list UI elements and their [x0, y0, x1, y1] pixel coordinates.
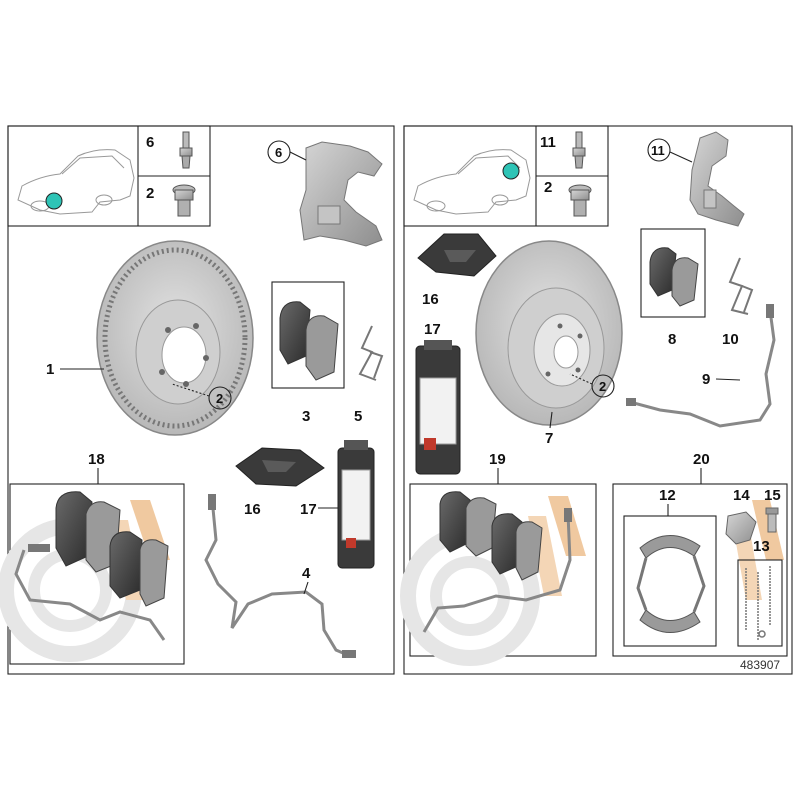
front-anti-rattle-spring [358, 325, 384, 381]
callout-rear-pads: 8 [668, 331, 676, 348]
front-brake-disc: 1 2 [46, 240, 254, 436]
hex-plug-icon [568, 184, 592, 217]
front-brake-paste: 16 [235, 447, 325, 518]
bolt-icon [179, 131, 193, 169]
rear-repair-kit-box: 19 [400, 451, 597, 666]
car-outline-icon [17, 149, 135, 215]
callout-adjuster: 15 [764, 487, 781, 504]
callout-expander: 14 [733, 487, 750, 504]
front-brake-pads-box: 3 [271, 281, 345, 425]
rear-wheel-locator-dot [502, 162, 520, 180]
front-locator-box: 6 2 [7, 125, 211, 227]
callout-paste: 16 [244, 501, 261, 518]
rear-assembly-spray: 17 [415, 321, 461, 475]
front-wear-sensor: 4 [204, 494, 356, 658]
callout-rear-bolt: 11 [540, 134, 556, 151]
callout-rear-carrier: 11 [651, 143, 665, 158]
front-caliper-carrier: 6 [267, 140, 383, 247]
rear-axle-panel: 11 2 11 16 [400, 125, 793, 675]
front-assembly-spray: 17 [300, 440, 375, 569]
rear-wear-sensor: 9 [626, 304, 776, 428]
rear-anti-rattle-spring [728, 257, 754, 315]
return-springs [745, 566, 771, 640]
rear-locator-box: 11 2 [403, 125, 609, 227]
callout-disc: 1 [46, 361, 54, 378]
callout-rear-disc-bolt: 2 [599, 379, 606, 394]
callout-shoes: 12 [659, 487, 676, 504]
front-wheel-locator-dot [45, 192, 63, 210]
adjuster-screw [765, 507, 779, 533]
hex-plug-icon [172, 184, 196, 217]
front-axle-panel: 6 2 6 [0, 125, 395, 675]
parking-brake-kit-box: 20 12 14 15 [612, 451, 788, 657]
callout-rear-paste: 16 [422, 291, 439, 308]
callout-rear-spring: 10 [722, 331, 739, 348]
callout-springs: 13 [753, 538, 770, 555]
callout-disc-bolt: 2 [216, 391, 223, 406]
callout-spring: 5 [354, 408, 362, 425]
callout-plug: 2 [146, 185, 154, 202]
callout-repair-kit: 18 [88, 451, 105, 468]
rear-brake-pads-box: 8 [640, 228, 706, 348]
callout-bolt: 6 [146, 134, 154, 151]
rear-brake-disc: 2 7 [475, 240, 623, 447]
callout-rear-disc: 7 [545, 430, 553, 447]
callout-sensor: 4 [302, 565, 311, 582]
front-repair-kit-box: 18 [0, 451, 185, 665]
expander-lock [725, 511, 757, 545]
bolt-icon [572, 131, 586, 169]
rear-brake-paste: 16 [417, 233, 497, 308]
reference-number: 483907 [740, 658, 780, 672]
callout-rear-sensor: 9 [702, 371, 710, 388]
brake-shoes [636, 535, 706, 633]
callout-rear-repair-kit: 19 [489, 451, 506, 468]
callout-rear-plug: 2 [544, 179, 552, 196]
callout-parking-brake-kit: 20 [693, 451, 710, 468]
callout-pads: 3 [302, 408, 310, 425]
callout-carrier: 6 [275, 145, 282, 160]
car-outline-icon [413, 149, 531, 215]
callout-rear-spray: 17 [424, 321, 441, 338]
callout-spray: 17 [300, 501, 317, 518]
rear-caliper-carrier: 11 [647, 131, 745, 227]
